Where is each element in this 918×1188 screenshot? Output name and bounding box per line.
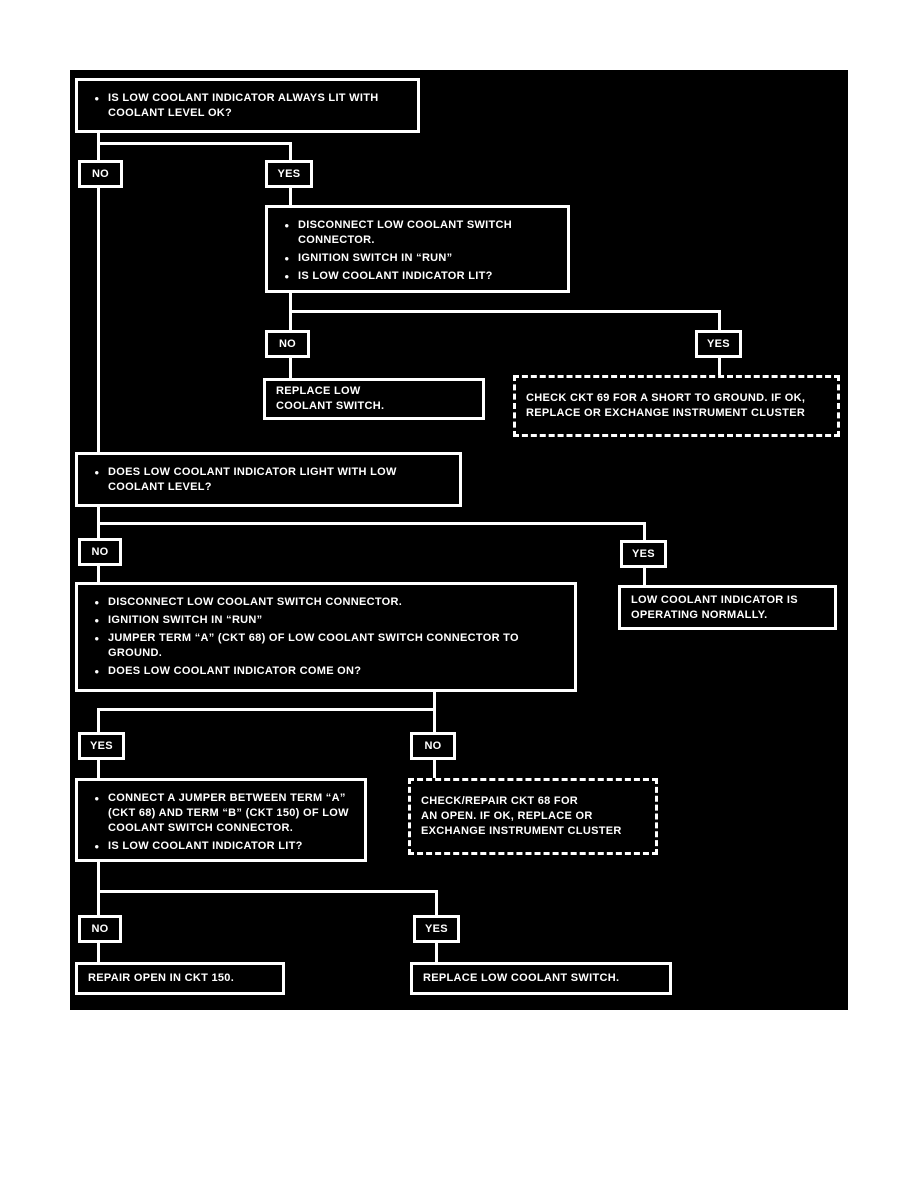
bullet-icon: ● (94, 841, 100, 851)
connector-line (97, 566, 100, 583)
connector-line (435, 890, 438, 916)
connector-line (97, 760, 100, 779)
connector-line (97, 943, 100, 963)
branch-label: NO (91, 922, 109, 935)
branch-no-1: NO (78, 160, 123, 188)
connector-line (97, 890, 438, 893)
step-disconnect-switch-check-lit: ● DISCONNECT LOW COOLANT SWITCH CONNECTO… (265, 205, 570, 293)
result-check-repair-ckt68-open: CHECK/REPAIR CKT 68 FOR AN OPEN. IF OK, … (408, 778, 658, 855)
step-text: IGNITION SWITCH IN “RUN” (298, 251, 453, 264)
step-text: IGNITION SWITCH IN “RUN” (108, 614, 263, 626)
bullet-icon: ● (94, 794, 100, 803)
branch-yes-5: YES (413, 915, 460, 943)
bullet-icon: ● (284, 271, 290, 281)
step-jumper-term-a-to-ground: ● DISCONNECT LOW COOLANT SWITCH CONNECTO… (75, 582, 577, 692)
step-text: IS LOW COOLANT INDICATOR LIT? (298, 269, 493, 282)
bullet-icon: ● (284, 253, 290, 263)
connector-line (289, 358, 292, 379)
branch-yes-4: YES (78, 732, 125, 760)
connector-line (643, 568, 646, 586)
result-operating-normally: LOW COOLANT INDICATOR IS OPERATING NORMA… (618, 585, 837, 630)
branch-yes-2: YES (695, 330, 742, 358)
step-text: DISCONNECT LOW COOLANT SWITCH CONNECTOR. (298, 219, 513, 246)
connector-line (289, 310, 721, 313)
result-replace-low-coolant-switch-1: REPLACE LOW COOLANT SWITCH. (263, 378, 485, 420)
branch-label: YES (425, 922, 448, 935)
step-jumper-term-a-to-b: ● CONNECT A JUMPER BETWEEN TERM “A” (CKT… (75, 778, 367, 862)
bullet-icon: ● (284, 221, 290, 230)
step-text: IS LOW COOLANT INDICATOR LIT? (108, 839, 303, 852)
bullet-icon: ● (94, 616, 100, 625)
connector-line (643, 522, 646, 541)
branch-no-2: NO (265, 330, 310, 358)
branch-yes-1: YES (265, 160, 313, 188)
connector-line (433, 692, 436, 710)
branch-yes-3: YES (620, 540, 667, 568)
result-text: LOW COOLANT INDICATOR IS OPERATING NORMA… (631, 593, 798, 621)
result-text: CHECK CKT 69 FOR A SHORT TO GROUND. IF O… (526, 392, 806, 419)
result-replace-low-coolant-switch-2: REPLACE LOW COOLANT SWITCH. (410, 962, 672, 995)
branch-label: NO (91, 545, 109, 558)
connector-line (97, 497, 100, 539)
question-text: IS LOW COOLANT INDICATOR ALWAYS LIT WITH… (108, 92, 379, 119)
step-text: DOES LOW COOLANT INDICATOR COME ON? (108, 664, 362, 677)
branch-label: NO (91, 167, 110, 180)
connector-line (97, 188, 100, 453)
question-indicator-lights-low-level: ● DOES LOW COOLANT INDICATOR LIGHT WITH … (75, 452, 462, 507)
connector-line (97, 708, 436, 711)
step-text: CONNECT A JUMPER BETWEEN TERM “A” (CKT 6… (108, 792, 349, 834)
connector-line (97, 522, 646, 525)
step-text: JUMPER TERM “A” (CKT 68) OF LOW COOLANT … (108, 632, 519, 659)
connector-line (433, 760, 436, 779)
bullet-icon: ● (94, 94, 100, 103)
result-repair-open-ckt150: REPAIR OPEN IN CKT 150. (75, 962, 285, 995)
bullet-icon: ● (94, 634, 100, 643)
branch-no-4: NO (410, 732, 456, 760)
connector-line (718, 358, 721, 376)
connector-line (433, 708, 436, 733)
question-indicator-always-lit: ● IS LOW COOLANT INDICATOR ALWAYS LIT WI… (75, 78, 420, 133)
connector-line (97, 142, 292, 145)
branch-label: YES (90, 739, 113, 752)
branch-label: YES (707, 337, 730, 350)
branch-label: NO (278, 337, 297, 350)
result-text: REPLACE LOW COOLANT SWITCH. (276, 385, 385, 412)
result-check-ckt69-short: CHECK CKT 69 FOR A SHORT TO GROUND. IF O… (513, 375, 840, 437)
connector-line (289, 188, 292, 206)
connector-line (97, 862, 100, 916)
question-text: DOES LOW COOLANT INDICATOR LIGHT WITH LO… (108, 466, 397, 493)
branch-no-5: NO (78, 915, 122, 943)
branch-no-3: NO (78, 538, 122, 566)
branch-label: NO (424, 739, 442, 752)
bullet-icon: ● (94, 468, 100, 477)
result-text: REPLACE LOW COOLANT SWITCH. (423, 972, 620, 985)
branch-label: YES (277, 167, 301, 180)
result-text: REPAIR OPEN IN CKT 150. (88, 972, 235, 985)
bullet-icon: ● (94, 598, 100, 607)
connector-line (97, 708, 100, 733)
step-text: DISCONNECT LOW COOLANT SWITCH CONNECTOR. (108, 596, 403, 608)
branch-label: YES (632, 547, 655, 560)
bullet-icon: ● (94, 666, 100, 676)
flowchart-canvas: ● IS LOW COOLANT INDICATOR ALWAYS LIT WI… (70, 70, 848, 1010)
result-text: CHECK/REPAIR CKT 68 FOR AN OPEN. IF OK, … (421, 795, 622, 837)
connector-line (435, 943, 438, 963)
connector-line (718, 310, 721, 331)
connector-line (289, 142, 292, 161)
